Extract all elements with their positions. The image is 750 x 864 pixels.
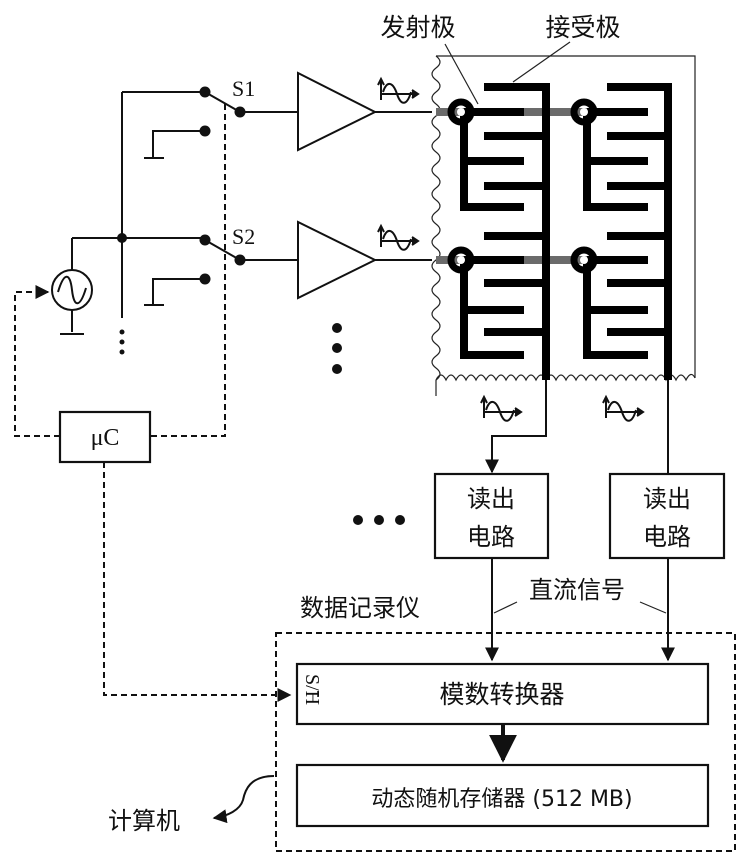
signal-source	[51, 237, 122, 335]
adc-box: 模数转换器 S/H	[295, 662, 710, 726]
computer-label: 计算机	[108, 807, 180, 835]
dram-box: 动态随机存储器 (512 MB)	[295, 763, 710, 828]
svg-text:读出: 读出	[643, 485, 691, 513]
adc-label: 模数转换器	[439, 680, 564, 709]
ac-wave-icon	[377, 225, 419, 251]
emitter-electrode	[447, 246, 524, 359]
svg-text:电路: 电路	[643, 523, 691, 551]
data-logger-label: 数据记录仪	[300, 594, 420, 622]
receiver-electrode	[484, 83, 550, 380]
emitter-electrode	[570, 98, 648, 211]
dc-signal-label: 直流信号	[529, 576, 625, 604]
switch-s1-label: S1	[232, 76, 255, 101]
dram-label: 动态随机存储器 (512 MB)	[371, 787, 632, 812]
amplifier-2	[297, 220, 378, 300]
readout-circuit-1: 读出 电路	[433, 472, 550, 560]
data-logger-box	[275, 632, 736, 852]
electrode-array	[431, 41, 696, 396]
sample-hold-pin-label: S/H	[301, 674, 323, 705]
emitter-electrode	[447, 98, 524, 211]
microcontroller-box: μC	[58, 410, 152, 464]
ac-wave-icon	[377, 78, 419, 104]
svg-text:读出: 读出	[467, 485, 515, 513]
receiver-label: 接受极	[545, 13, 620, 42]
switch-s2: S2	[144, 224, 255, 306]
amplifier-1	[297, 71, 378, 152]
emitter-label: 发射极	[380, 13, 455, 42]
emitter-electrode	[570, 246, 648, 359]
switch-s1: S1	[144, 76, 255, 159]
microcontroller-label: μC	[91, 425, 120, 451]
switch-s2-label: S2	[232, 224, 255, 249]
ac-wave-icon	[480, 396, 522, 422]
svg-text:电路: 电路	[467, 523, 515, 551]
readout-circuit-2: 读出 电路	[608, 472, 726, 560]
ac-wave-icon	[602, 396, 644, 422]
receiver-electrode	[607, 83, 672, 380]
